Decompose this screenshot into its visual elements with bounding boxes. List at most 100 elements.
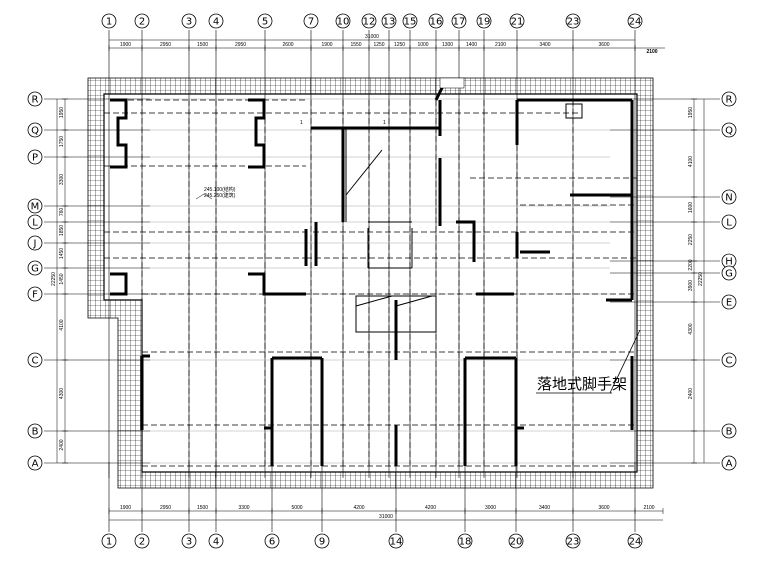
axis-right-H: H	[721, 253, 737, 269]
axis-left-G: G	[27, 260, 43, 276]
dim-text: 2400	[688, 388, 694, 399]
axis-top-15: 15	[402, 13, 418, 29]
dim-text: 4100	[688, 156, 694, 167]
axis-right-G: G	[721, 265, 737, 281]
axis-top-2: 2	[134, 13, 150, 29]
axis-right-Q: Q	[721, 122, 737, 138]
axis-top-17: 17	[451, 13, 467, 29]
axis-bottom-1: 1	[101, 533, 117, 549]
dim-text: 1300	[442, 42, 453, 48]
dim-text: 1750	[59, 136, 65, 147]
dim-text: 1500	[197, 42, 208, 48]
svg-text:R: R	[32, 95, 39, 106]
wall-segment	[248, 98, 266, 169]
svg-text:23: 23	[567, 17, 580, 28]
svg-text:Q: Q	[31, 126, 39, 137]
dim-text: 4200	[353, 505, 364, 511]
svg-text:15: 15	[404, 17, 417, 28]
axis-left-L: L	[27, 214, 43, 230]
axis-top-24: 24	[627, 13, 643, 29]
axis-bottom-2: 2	[134, 533, 150, 549]
dim-text: 1950	[59, 107, 65, 118]
svg-text:6: 6	[269, 537, 275, 548]
axis-top-5: 5	[257, 13, 273, 29]
dim-text: 2100	[643, 505, 654, 511]
dim-text: 1950	[688, 107, 694, 118]
axis-left-B: B	[27, 423, 43, 439]
core-detail	[345, 103, 583, 333]
axis-top-10: 10	[335, 13, 351, 29]
svg-text:9: 9	[319, 537, 325, 548]
dim-text: 4300	[688, 323, 694, 334]
svg-text:H: H	[725, 257, 733, 268]
dim-text: 4100	[59, 319, 65, 330]
svg-text:2: 2	[139, 537, 145, 548]
svg-text:7: 7	[308, 17, 314, 28]
dim-text: 1600	[688, 202, 694, 213]
svg-text:N: N	[725, 193, 732, 204]
dim-text: 1900	[321, 42, 332, 48]
svg-text:18: 18	[459, 537, 472, 548]
svg-text:23: 23	[567, 537, 580, 548]
dim-text: 2400	[59, 439, 65, 450]
svg-text:24: 24	[629, 537, 642, 548]
svg-text:G: G	[725, 269, 733, 280]
svg-text:3: 3	[186, 17, 192, 28]
svg-text:A: A	[32, 459, 39, 470]
dim-text: 1450	[59, 248, 65, 259]
dim-text: 2250	[688, 234, 694, 245]
dim-text: 3400	[539, 42, 550, 48]
elevation-label-1: 245.100(结构)	[204, 186, 236, 193]
dim-total: 31000	[365, 34, 379, 40]
axis-bottom-20: 20	[508, 533, 524, 549]
axis-bottom-6: 6	[264, 533, 280, 549]
svg-text:F: F	[32, 290, 38, 301]
svg-text:13: 13	[383, 17, 396, 28]
axis-right-A: A	[721, 455, 737, 471]
axis-left-M: M	[27, 198, 43, 214]
svg-text:C: C	[726, 356, 733, 367]
axis-right-B: B	[721, 423, 737, 439]
dim-text: 2950	[160, 42, 171, 48]
axis-top-19: 19	[476, 13, 492, 29]
svg-text:R: R	[726, 95, 733, 106]
dim-text: 3600	[598, 42, 609, 48]
axis-top-12: 12	[361, 13, 377, 29]
svg-text:B: B	[32, 427, 39, 438]
axis-top-4: 4	[208, 13, 224, 29]
dim-text: 1900	[120, 42, 131, 48]
svg-text:21: 21	[511, 17, 524, 28]
svg-text:17: 17	[453, 17, 466, 28]
wall-segment	[456, 220, 476, 262]
svg-text:12: 12	[363, 17, 376, 28]
dim-text: 1500	[197, 505, 208, 511]
dim-text: 2200	[688, 259, 694, 270]
scaffold-hatch	[87, 77, 654, 489]
svg-text:1: 1	[106, 537, 112, 548]
svg-text:G: G	[31, 264, 39, 275]
svg-text:10: 10	[337, 17, 350, 28]
svg-text:B: B	[726, 427, 733, 438]
svg-text:1: 1	[106, 17, 112, 28]
svg-text:C: C	[32, 356, 39, 367]
wall-segment	[110, 272, 128, 296]
axis-top-23: 23	[565, 13, 581, 29]
elevation-label-2: 245.250(建筑)	[204, 192, 236, 199]
axis-top-16: 16	[428, 13, 444, 29]
svg-text:P: P	[32, 153, 38, 164]
svg-text:L: L	[32, 218, 38, 229]
section-mark-1: 1	[300, 120, 303, 126]
axis-top-13: 13	[381, 13, 397, 29]
axis-bottom-4: 4	[208, 533, 224, 549]
axis-left-P: P	[27, 149, 43, 165]
svg-text:4: 4	[213, 537, 219, 548]
svg-text:14: 14	[390, 537, 403, 548]
dim-text: 1250	[373, 42, 384, 48]
dim-text: 3300	[59, 174, 65, 185]
axis-top-7: 7	[303, 13, 319, 29]
dim-text: 2950	[160, 505, 171, 511]
axis-bottom-23: 23	[565, 533, 581, 549]
